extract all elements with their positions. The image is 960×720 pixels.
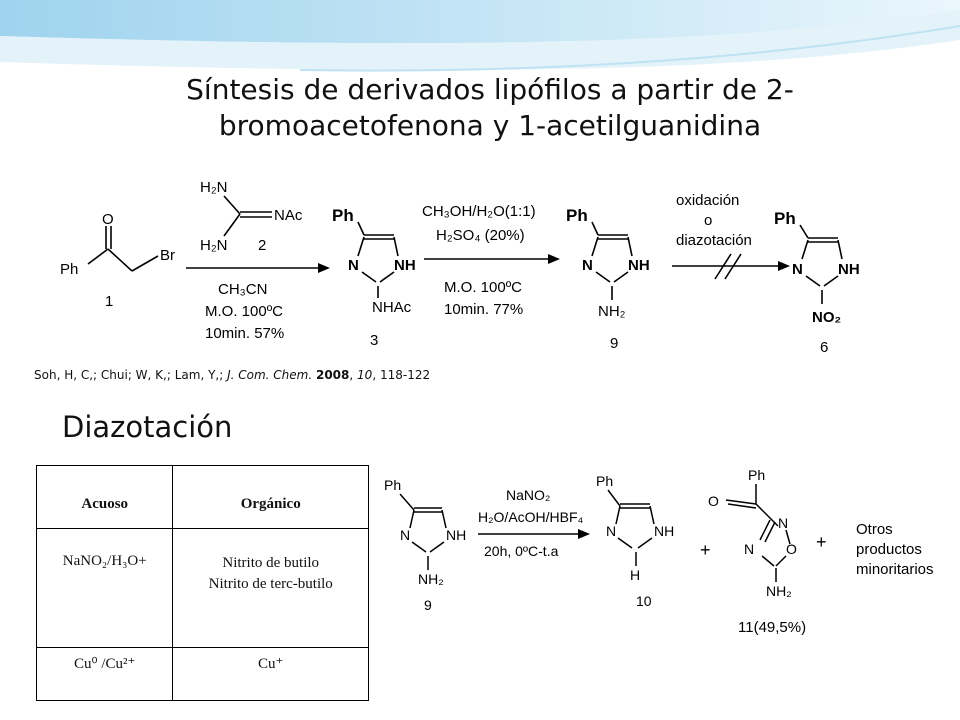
header-banner xyxy=(0,0,960,72)
atom-label: NH₂ xyxy=(766,583,792,599)
atom-label: NHAc xyxy=(372,299,412,316)
atom-label: NH₂ xyxy=(598,303,626,320)
condition-text: CH₃CN xyxy=(218,281,267,298)
condition-text: M.O. 100ºC xyxy=(205,303,283,320)
atom-label: Br xyxy=(160,247,175,264)
atom-label: NH xyxy=(628,257,650,274)
atom-label: N xyxy=(744,541,754,557)
table-cell: NaNO₂/H₃O+ xyxy=(35,528,174,648)
table-cell: Cu⁺ xyxy=(172,647,369,701)
atom-label: Ph xyxy=(60,261,78,278)
byproducts-text: productos xyxy=(856,541,922,558)
section-title: Diazotación xyxy=(62,410,233,444)
page-title: Síntesis de derivados lipófilos a partir… xyxy=(186,73,794,142)
atom-label: Ph xyxy=(596,473,613,489)
atom-label: NH xyxy=(394,257,416,274)
byproducts-text: Otros xyxy=(856,521,893,538)
condition-text: H₂SO₄ (20%) xyxy=(436,227,525,244)
atom-label: O xyxy=(786,541,797,557)
ref-authors: Soh, H, C,; Chui; W, K,; Lam, Y,; xyxy=(34,368,228,382)
compound-number: 9 xyxy=(424,597,432,613)
atom-label: N xyxy=(400,527,410,543)
atom-label: O xyxy=(102,211,114,228)
compound-number: 10 xyxy=(636,593,652,609)
condition-text: diazotación xyxy=(676,232,752,249)
table-cell: Nitrito de butilo Nitrito de terc-butilo xyxy=(172,528,369,648)
atom-label: NH₂ xyxy=(418,571,444,587)
condition-text: 10min. 57% xyxy=(205,325,284,342)
atom-label: Ph xyxy=(566,206,588,225)
plus-sign: + xyxy=(816,532,827,552)
atom-label: H₂N xyxy=(200,237,228,254)
atom-label: NH xyxy=(446,527,466,543)
atom-label: Ph xyxy=(384,477,401,493)
atom-label: N xyxy=(792,261,803,278)
condition-text: CH₃OH/H₂O(1:1) xyxy=(422,203,536,220)
compound-number: 6 xyxy=(820,339,828,356)
atom-label: N xyxy=(778,515,788,531)
ref-journal: J. Com. Chem. xyxy=(227,368,313,382)
reaction-scheme-1: O Ph Br 1 H₂N NAc H₂N 2 CH₃CN M.O. 100ºC… xyxy=(60,179,860,356)
compound-number: 1 xyxy=(105,293,113,310)
condition-text: NaNO₂ xyxy=(506,487,550,503)
compound-number: 3 xyxy=(370,332,378,349)
atom-label: Ph xyxy=(332,206,354,225)
table-header: Acuoso xyxy=(35,465,174,529)
atom-label: Ph xyxy=(774,209,796,228)
atom-label: NH xyxy=(838,261,860,278)
compound-number: 9 xyxy=(610,335,618,352)
atom-label: NH xyxy=(654,523,674,539)
ref-year: 2008 xyxy=(315,368,350,382)
compound-number: 11(49,5%) xyxy=(738,619,806,636)
table-header: Orgánico xyxy=(172,465,369,529)
atom-label: H xyxy=(630,567,640,583)
atom-label: H₂N xyxy=(200,179,228,196)
atom-label: N xyxy=(606,523,616,539)
table-cell: Cu⁰ /Cu²⁺ xyxy=(35,647,174,701)
condition-text: 10min. 77% xyxy=(444,301,523,318)
ref-volume: 10 xyxy=(357,368,373,382)
condition-text: H₂O/AcOH/HBF₄ xyxy=(478,509,584,525)
reference-citation: Soh, H, C,; Chui; W, K,; Lam, Y,; J. Com… xyxy=(34,368,431,382)
condition-text: 20h, 0ºC-t.a xyxy=(484,543,559,559)
atom-label: NO₂ xyxy=(812,309,841,326)
plus-sign: + xyxy=(700,540,711,560)
conditions-table: Acuoso Orgánico NaNO₂/H₃O+ Nitrito de bu… xyxy=(35,465,369,701)
atom-label: N xyxy=(582,257,593,274)
condition-text: M.O. 100ºC xyxy=(444,279,522,296)
condition-text: o xyxy=(704,212,712,229)
atom-label: NAc xyxy=(274,207,303,224)
atom-label: N xyxy=(348,257,359,274)
condition-text: oxidación xyxy=(676,192,739,209)
atom-label: Ph xyxy=(748,467,765,483)
compound-number: 2 xyxy=(258,237,266,254)
ref-pages: 118-122 xyxy=(379,368,431,382)
atom-label: O xyxy=(708,493,719,509)
byproducts-text: minoritarios xyxy=(856,561,934,578)
